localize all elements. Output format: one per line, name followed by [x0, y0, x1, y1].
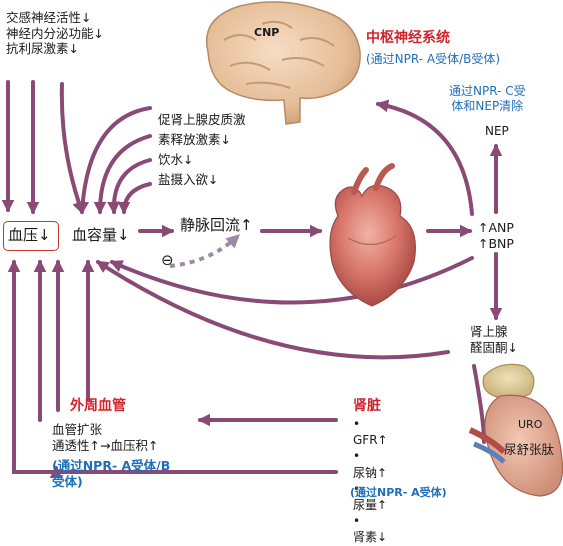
kidney-effect-text: 肾素↓ [353, 530, 388, 545]
neuro-effect-item: 抗利尿激素↓ [6, 41, 79, 57]
kidney-title: 肾脏 [353, 398, 381, 414]
hormone-effect-item: 素释放激素↓ [158, 132, 231, 147]
neuro-effect-item: 交感神经活性↓ [6, 10, 92, 25]
neuro-effects-list: 交感神经活性↓ 神经内分泌功能↓ 抗利尿激素↓ [6, 10, 104, 57]
brain-illustration [206, 1, 361, 125]
aldosterone-label: 醛固酮↓ [470, 339, 518, 355]
kidney-effect-item: • 肾素↓ [353, 514, 388, 545]
peripheral-line: 通透性↑→血压积↑ [52, 437, 159, 453]
uro-label: URO [518, 418, 543, 431]
neuro-effect-item: 神经内分泌功能↓ [6, 25, 104, 41]
kidney-effect-item: • 尿钠↑ [353, 449, 388, 480]
clearance-line: 通过NPR- C受 [449, 84, 526, 98]
urodilatin-label: 尿舒张肽 [504, 442, 555, 457]
hormone-effect-item: 饮水↓ [158, 152, 194, 167]
arrow-layer [1, 1, 563, 497]
nep-label: NEP [485, 124, 509, 138]
blood-pressure-label: 血压↓ [8, 226, 51, 244]
aldosterone-node: 肾上腺 醛固酮↓ [470, 324, 518, 355]
kidney-illustration [468, 363, 563, 497]
cns-title: 中枢神经系统 [366, 30, 450, 46]
peripheral-receptor-line: 受体) [52, 473, 83, 489]
blood-pressure-box [3, 221, 59, 251]
bnp-label: ↑BNP [478, 235, 514, 251]
inhibit-arrow [169, 234, 240, 268]
adrenal-label: 肾上腺 [470, 324, 508, 339]
anp-label: ↑ANP [478, 220, 514, 235]
kidney-effects-list: • GFR↑ • 尿钠↑ • 尿量↑ • 肾素↓ [353, 416, 388, 546]
kidney-effect-text: GFR↑ [353, 433, 388, 448]
clearance-text: 通过NPR- C受 体和NEP清除 [449, 84, 526, 114]
hormone-effect-item: 促肾上腺皮质激 [158, 112, 246, 127]
natriuretic-peptides: ↑ANP ↑BNP [478, 220, 514, 251]
kidney-receptor-text: (通过NPR- A受体) [350, 486, 447, 499]
clearance-line: 体和NEP清除 [451, 99, 524, 113]
peripheral-effects: 血管扩张 通透性↑→血压积↑ [52, 422, 158, 453]
peripheral-line: 血管扩张 [52, 422, 103, 437]
kidney-effect-item: • GFR↑ [353, 417, 388, 448]
cnp-label: CNP [254, 26, 280, 39]
cns-receptor-text: (通过NPR- A受体/B受体) [366, 52, 501, 66]
blood-volume-label: 血容量↓ [72, 226, 130, 244]
hormone-effect-item: 盐摄入欲↓ [158, 172, 219, 187]
peripheral-title: 外周血管 [70, 398, 126, 414]
kidney-effect-text: 尿钠↑ [353, 465, 388, 480]
hormone-effects-list: 促肾上腺皮质激 素释放激素↓ 饮水↓ 盐摄入欲↓ [158, 110, 246, 190]
peripheral-receptor-text: (通过NPR- A受体/B 受体) [52, 458, 170, 489]
inhibit-symbol: ⊖ [161, 251, 174, 269]
heart-illustration [329, 163, 416, 307]
venous-return-label: 静脉回流↑ [180, 216, 253, 234]
peripheral-receptor-line: (通过NPR- A受体/B [52, 458, 171, 473]
